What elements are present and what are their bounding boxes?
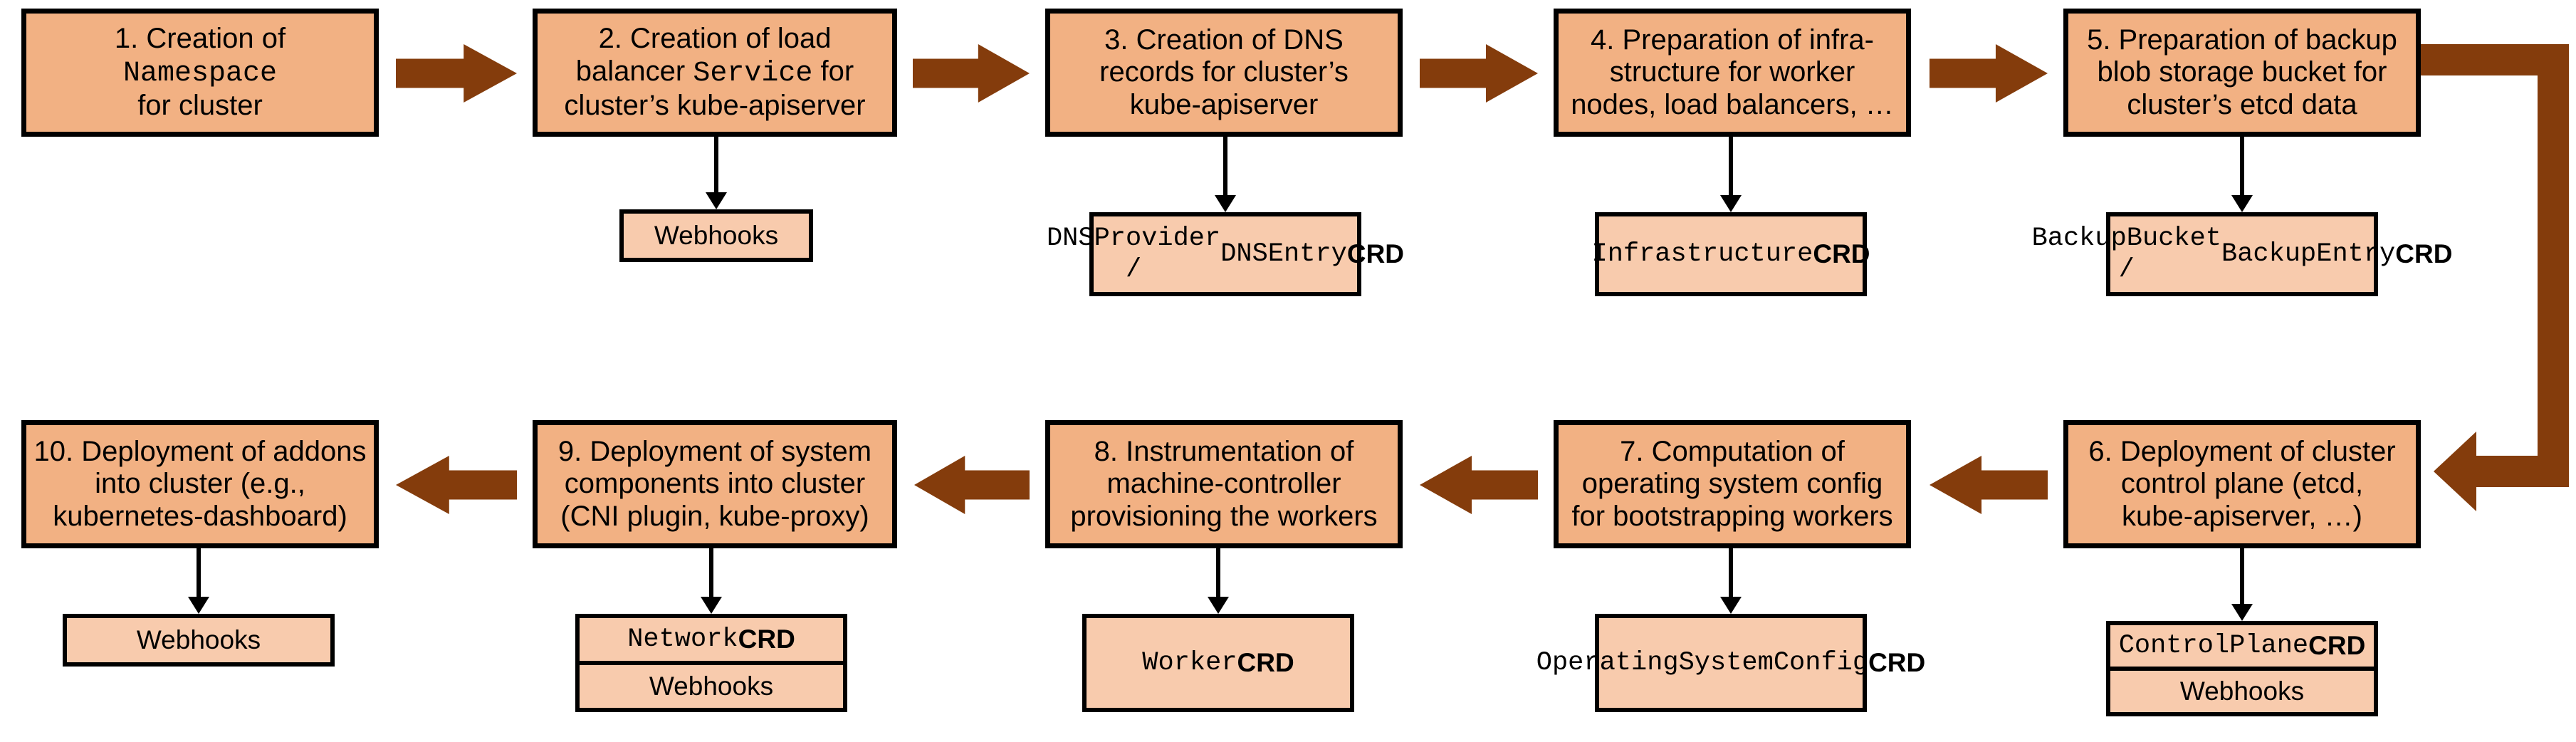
connector-artifact-2: [688, 137, 745, 209]
arrow-8-to-9: [914, 456, 1030, 514]
artifact-9-cell-2: Webhooks: [580, 661, 843, 708]
step-box-4[interactable]: 4. Preparation of infra-structure for wo…: [1554, 9, 1911, 137]
arrow-7-to-8: [1420, 456, 1538, 514]
connector-artifact-9: [683, 548, 740, 614]
connector-arrowhead: [701, 597, 722, 614]
connector-arrowhead: [1208, 597, 1229, 614]
artifact-6[interactable]: ControlPlane CRD Webhooks: [2106, 621, 2378, 716]
artifact-2-cell-1: Webhooks: [654, 220, 779, 250]
arrow-3-to-4: [1420, 44, 1538, 103]
connector-artifact-3: [1197, 137, 1254, 212]
artifact-5[interactable]: BackupBucket /BackupEntry CRD: [2031, 212, 2453, 296]
connector-arrowhead: [706, 192, 727, 209]
connector-stem: [1223, 137, 1227, 197]
connector-artifact-5: [2214, 137, 2271, 212]
connector-arrowhead: [1720, 195, 1742, 212]
connector-arrowhead: [1215, 195, 1236, 212]
artifact-3[interactable]: DNSProvider /DNSEntry CRD: [1046, 212, 1405, 296]
connector-arrowhead: [2231, 604, 2253, 621]
connector-artifact-4: [1702, 137, 1759, 212]
artifact-6-cell-1: ControlPlane CRD: [2118, 630, 2366, 661]
connector-artifact-10: [170, 548, 227, 614]
connector-stem: [709, 548, 713, 598]
connector-stem: [1729, 548, 1733, 598]
artifact-10[interactable]: Webhooks: [63, 614, 335, 667]
artifact-9[interactable]: Network CRD Webhooks: [575, 614, 847, 712]
connector-stem: [197, 548, 201, 598]
arrow-9-to-10: [396, 456, 517, 514]
connector-stem: [1216, 548, 1220, 598]
connector-stem: [714, 137, 718, 194]
artifact-5-cell-1: BackupBucket /BackupEntry CRD: [2031, 223, 2453, 285]
arrow-1-to-2: [396, 44, 517, 103]
artifact-2[interactable]: Webhooks: [619, 209, 813, 262]
connector-artifact-6: [2214, 548, 2271, 621]
artifact-9-cell-1: Network CRD: [627, 624, 795, 654]
arrow-4-to-5: [1930, 44, 2048, 103]
arrow-2-to-3: [913, 44, 1030, 103]
artifact-10-cell-1: Webhooks: [136, 625, 261, 654]
connector-arrowhead: [1720, 597, 1742, 614]
arrow-5-to-6: [2421, 44, 2576, 514]
connector-artifact-8: [1190, 548, 1247, 614]
connector-artifact-7: [1702, 548, 1759, 614]
artifact-3-cell-1: DNSProvider /DNSEntry CRD: [1046, 223, 1405, 285]
arrow-6-to-7: [1930, 456, 2048, 514]
connector-stem: [2240, 137, 2244, 197]
artifact-6-cell-2: Webhooks: [2110, 667, 2374, 712]
connector-arrowhead: [188, 597, 209, 614]
connector-stem: [1729, 137, 1733, 197]
connector-stem: [2240, 548, 2244, 605]
connector-arrowhead: [2231, 195, 2253, 212]
step-label-4: 4. Preparation of infra-structure for wo…: [1571, 23, 1894, 120]
